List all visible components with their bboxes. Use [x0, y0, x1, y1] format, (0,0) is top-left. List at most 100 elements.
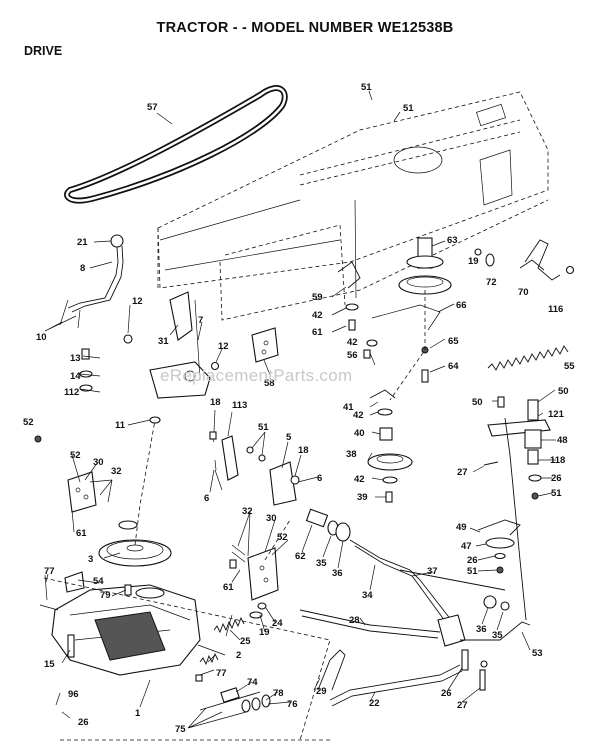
- callout-29: 29: [316, 686, 327, 697]
- callout-41: 41: [343, 402, 354, 413]
- callout-47: 47: [461, 541, 472, 552]
- callout-61-c: 61: [223, 582, 234, 593]
- callout-42-d: 42: [354, 474, 365, 485]
- callout-15: 15: [44, 659, 55, 670]
- bottom-right-hardware-drawing: [461, 649, 488, 691]
- callout-75: 75: [175, 724, 186, 735]
- pedal-rods-drawing: [299, 539, 531, 707]
- callout-116: 116: [548, 304, 563, 315]
- callout-66: 66: [456, 300, 467, 311]
- idler-arm-drawing: [477, 519, 521, 574]
- callout-27-a: 27: [457, 467, 468, 478]
- callout-38: 38: [346, 449, 357, 460]
- callout-18-a: 18: [210, 397, 221, 408]
- plate-58-drawing: [251, 327, 279, 363]
- callout-54: 54: [93, 576, 104, 587]
- right-idler-drawing: [483, 396, 551, 621]
- callout-32-a: 32: [111, 466, 122, 477]
- drive-belt-drawing: [64, 85, 288, 204]
- pulley-stack-drawing: [371, 237, 452, 383]
- relation-lines-drawing: [43, 290, 426, 741]
- callout-65: 65: [448, 336, 459, 347]
- callout-21: 21: [77, 237, 88, 248]
- spring-55-drawing: [487, 345, 569, 371]
- callout-5: 5: [286, 432, 292, 443]
- shift-bracket-drawing: [123, 291, 220, 399]
- callout-61-a: 61: [312, 327, 323, 338]
- brake-linkage-drawing: [209, 431, 300, 506]
- callout-19-a: 19: [468, 256, 479, 267]
- callout-26-a: 26: [551, 473, 562, 484]
- callout-58: 58: [264, 378, 275, 389]
- callout-10: 10: [36, 332, 47, 343]
- callout-3: 3: [88, 554, 93, 565]
- callout-49: 49: [456, 522, 467, 533]
- watermark-text: eReplacementParts.com: [160, 366, 353, 385]
- callout-50-b: 50: [558, 386, 569, 397]
- shift-lever-drawing: [59, 234, 124, 329]
- callout-11: 11: [115, 420, 126, 431]
- callout-112: 112: [64, 387, 79, 398]
- callout-25: 25: [240, 636, 251, 647]
- callout-34: 34: [362, 590, 373, 601]
- frame-drawing: [157, 91, 549, 321]
- page-title: TRACTOR - - MODEL NUMBER WE12538B: [156, 20, 454, 36]
- callout-51-d: 51: [551, 488, 562, 499]
- callout-52-a: 52: [23, 417, 34, 428]
- callout-36-a: 36: [332, 568, 343, 579]
- callout-64: 64: [448, 361, 459, 372]
- section-label: DRIVE: [24, 44, 63, 58]
- callout-118: 118: [550, 455, 565, 466]
- lower-pulley-stack-drawing: [367, 389, 413, 503]
- callout-42-b: 42: [347, 337, 358, 348]
- callout-1: 1: [135, 708, 141, 719]
- clutch-bracket-drawing: [474, 239, 575, 281]
- callout-22: 22: [369, 698, 380, 709]
- callout-12-a: 12: [132, 296, 143, 307]
- callout-labels: 57 51 51 63 21 8 12 10 31 7 12 58 19 72 …: [23, 82, 575, 735]
- lower-springs-drawing: [199, 602, 267, 666]
- callout-51-b: 51: [403, 103, 414, 114]
- callout-12-b: 12: [218, 341, 229, 352]
- callout-31: 31: [158, 336, 169, 347]
- callout-26-b: 26: [467, 555, 478, 566]
- callout-35-b: 35: [492, 630, 503, 641]
- callout-70: 70: [518, 287, 529, 298]
- callout-57: 57: [147, 102, 158, 113]
- leader-lines: [44, 90, 556, 719]
- callout-37: 37: [427, 566, 438, 577]
- callout-59: 59: [312, 292, 323, 303]
- callout-53: 53: [532, 648, 543, 659]
- callout-13: 13: [70, 353, 81, 364]
- callout-51-c: 51: [258, 422, 269, 433]
- callout-30-b: 30: [266, 513, 277, 524]
- callout-7: 7: [198, 315, 203, 326]
- callout-74: 74: [247, 677, 258, 688]
- callout-77-b: 77: [216, 668, 227, 679]
- transaxle-pulley-drawing: [67, 471, 172, 567]
- callout-26-d: 26: [441, 688, 452, 699]
- idler-hardware-drawing: [337, 199, 378, 359]
- callout-39: 39: [357, 492, 368, 503]
- callout-52-c: 52: [277, 532, 288, 543]
- callout-27-b: 27: [457, 700, 468, 711]
- callout-36-b: 36: [476, 624, 487, 635]
- left-hardware-drawing: [34, 348, 161, 443]
- callout-96: 96: [68, 689, 79, 700]
- callout-50-a: 50: [472, 397, 483, 408]
- callout-2: 2: [236, 650, 241, 661]
- callout-14: 14: [70, 371, 81, 382]
- callout-55: 55: [564, 361, 575, 372]
- callout-63: 63: [447, 235, 458, 246]
- callout-72: 72: [486, 277, 497, 288]
- idler-bracket-drawing: [229, 544, 279, 601]
- callout-42-c: 42: [353, 410, 364, 421]
- callout-35-a: 35: [316, 558, 327, 569]
- callout-24: 24: [272, 618, 283, 629]
- callout-30-a: 30: [93, 457, 104, 468]
- callout-121: 121: [548, 409, 565, 420]
- callout-28: 28: [349, 615, 360, 626]
- callout-76: 76: [287, 699, 298, 710]
- callout-61-b: 61: [76, 528, 87, 539]
